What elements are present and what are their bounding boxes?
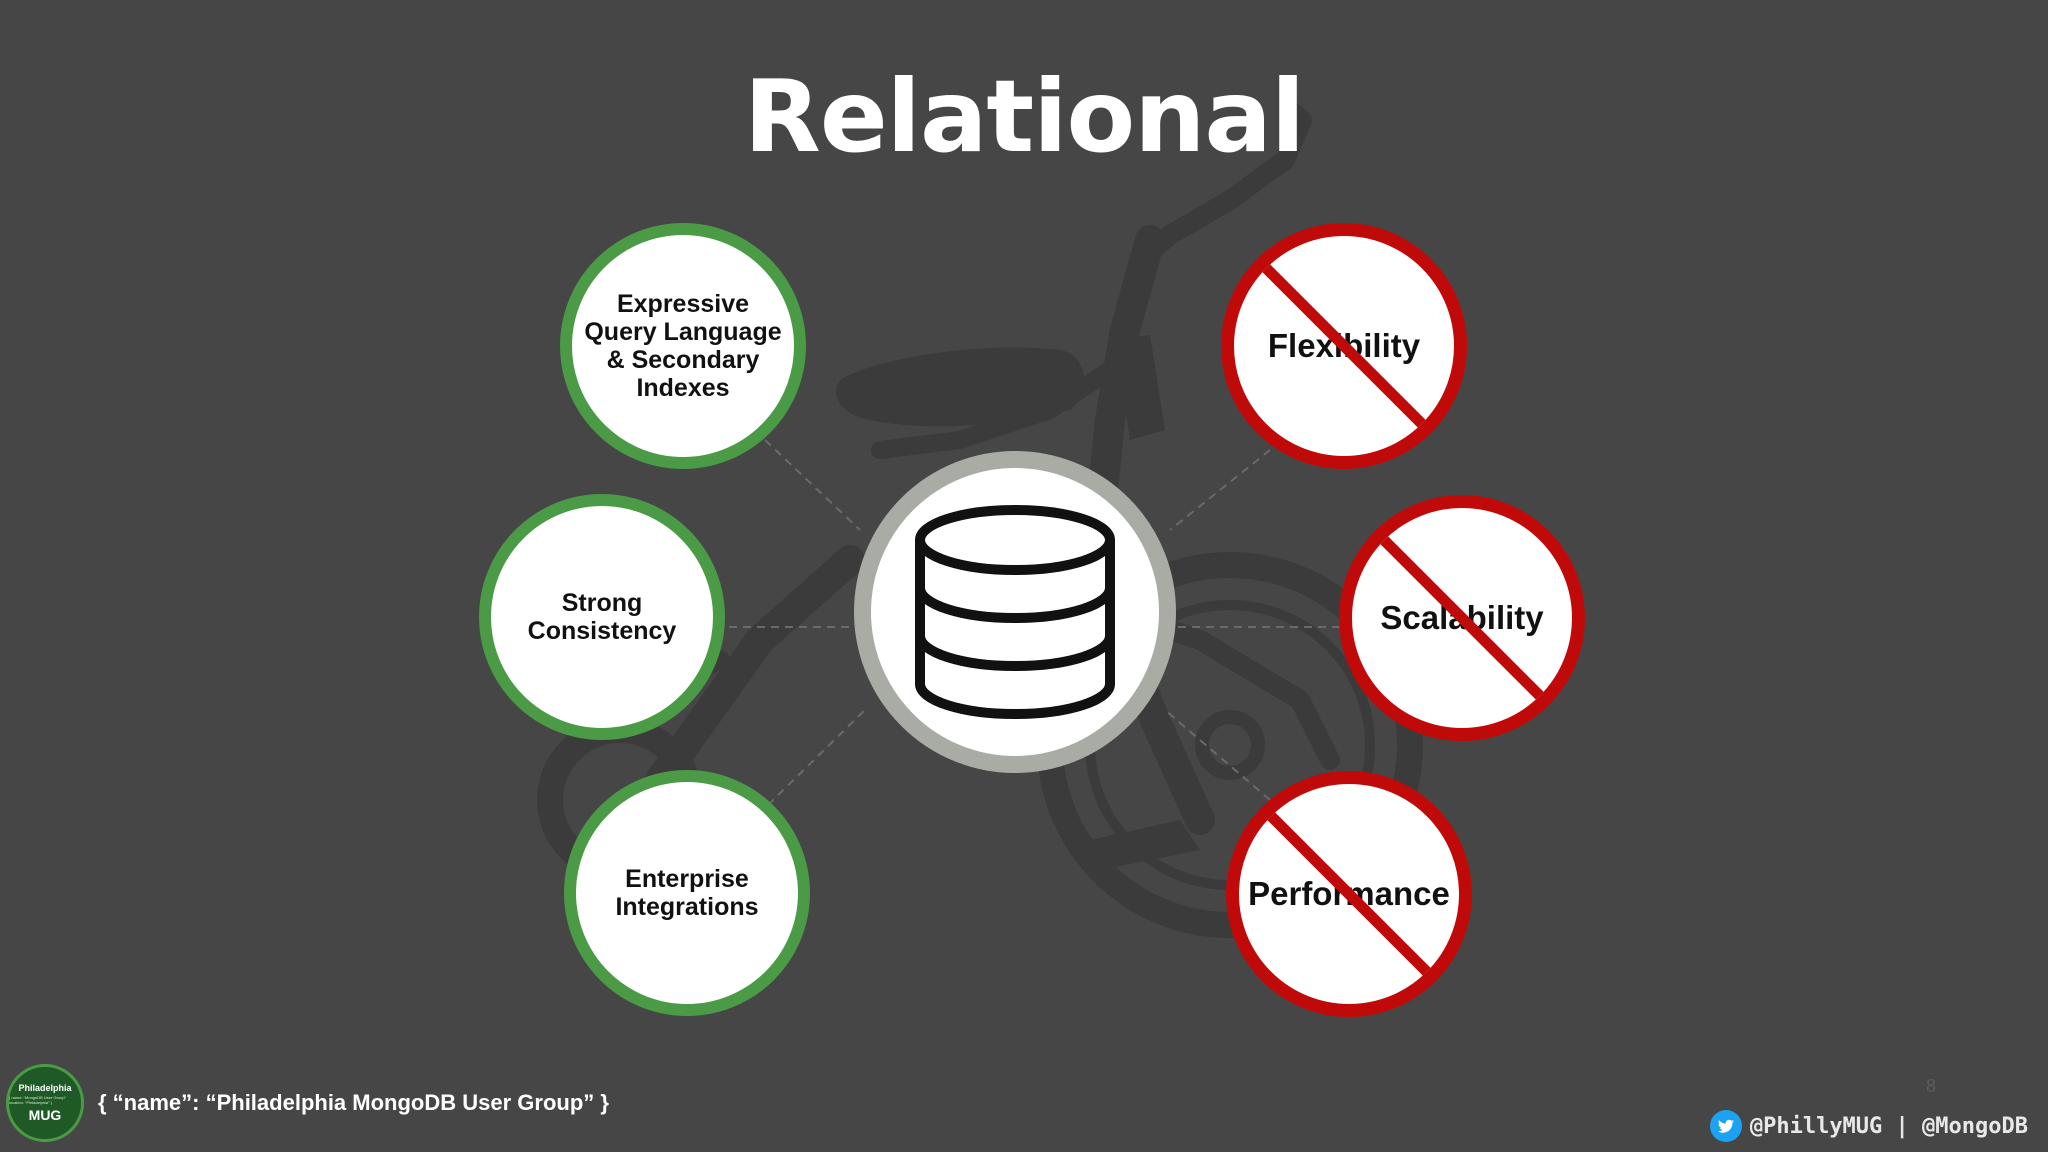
database-icon — [915, 505, 1115, 719]
page-number: 8 — [1926, 1076, 1937, 1096]
social-handles-text: @PhillyMUG | @MongoDB — [1749, 1113, 2028, 1139]
pro-enterprise-integrations-circle: Enterprise Integrations — [564, 770, 810, 1016]
con-flexibility-circle: Flexibility — [1221, 223, 1467, 469]
pro-query-language-circle: Expressive Query Language & Secondary In… — [560, 223, 806, 469]
logo-city: Philadelphia — [18, 1083, 72, 1093]
con-scalability-circle: Scalability — [1339, 495, 1585, 741]
pro-label: Enterprise Integrations — [615, 865, 759, 921]
pro-label: Expressive Query Language & Secondary In… — [584, 290, 782, 402]
con-performance-circle: Performance — [1226, 771, 1472, 1017]
logo-tagline: { name: “MongoDB User Group” location: “… — [9, 1095, 66, 1105]
logo-mug: MUG — [28, 1107, 62, 1123]
social-handles: @PhillyMUG | @MongoDB — [1709, 1109, 2028, 1143]
twitter-bird-icon — [1709, 1110, 1742, 1142]
group-name-json: { “name”: “Philadelphia MongoDB User Gro… — [98, 1090, 609, 1115]
pro-label: Strong Consistency — [527, 589, 677, 645]
center-database-circle — [854, 451, 1176, 773]
pro-strong-consistency-circle: Strong Consistency — [479, 494, 725, 740]
philly-mug-logo: Philadelphia { name: “MongoDB User Group… — [6, 1064, 84, 1142]
slide-title: Relational — [743, 58, 1305, 175]
